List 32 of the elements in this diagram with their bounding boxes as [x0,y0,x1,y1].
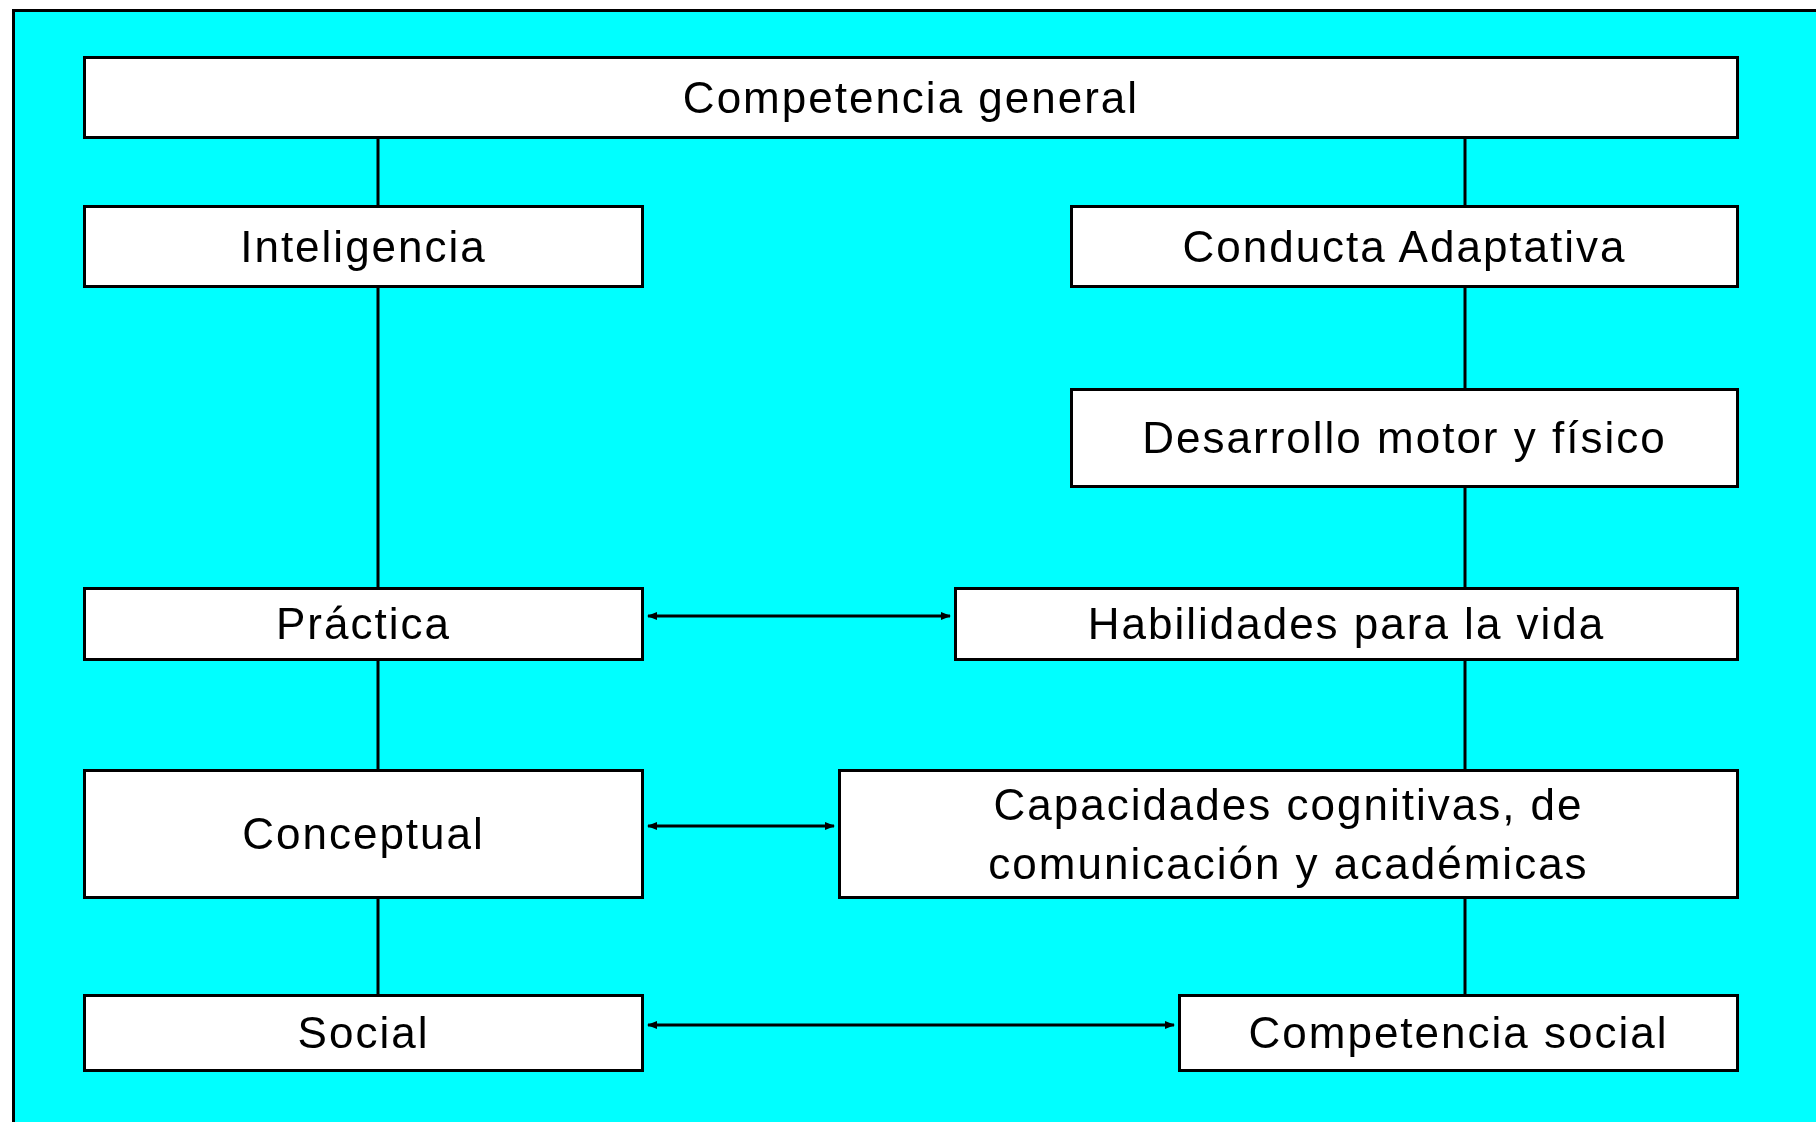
box-label: Social [297,1007,430,1060]
connector-line [1463,288,1467,388]
concept-box [1178,994,1739,1072]
concept-box [1070,205,1739,288]
connector-line [1463,661,1467,769]
box-label: Competencia general [682,71,1140,124]
connector-line [376,288,380,587]
connector-line [376,139,380,205]
concept-box [838,769,1739,899]
double-arrow [647,612,951,620]
connector-line [1463,488,1467,587]
concept-box [83,56,1739,139]
double-arrow [647,1021,1175,1029]
box-label: Conceptual [242,808,485,861]
connector-line [1463,899,1467,994]
box-label: Práctica [276,598,451,651]
connector-line [1463,139,1467,205]
box-label: Inteligencia [240,220,487,273]
concept-box [83,205,644,288]
box-label: Habilidades para la vida [1087,598,1606,651]
double-arrow [647,822,835,830]
concept-box [1070,388,1739,488]
connector-line [376,899,380,994]
box-label: Competencia social [1248,1007,1669,1060]
concept-box [83,587,644,661]
box-label: Capacidades cognitivas, de comunicación y académicas [987,778,1590,890]
box-label: Conducta Adaptativa [1182,220,1627,273]
box-label: Desarrollo motor y físico [1142,412,1667,465]
connector-line [376,661,380,769]
concept-box [83,769,644,899]
concept-box [83,994,644,1072]
concept-box [954,587,1739,661]
